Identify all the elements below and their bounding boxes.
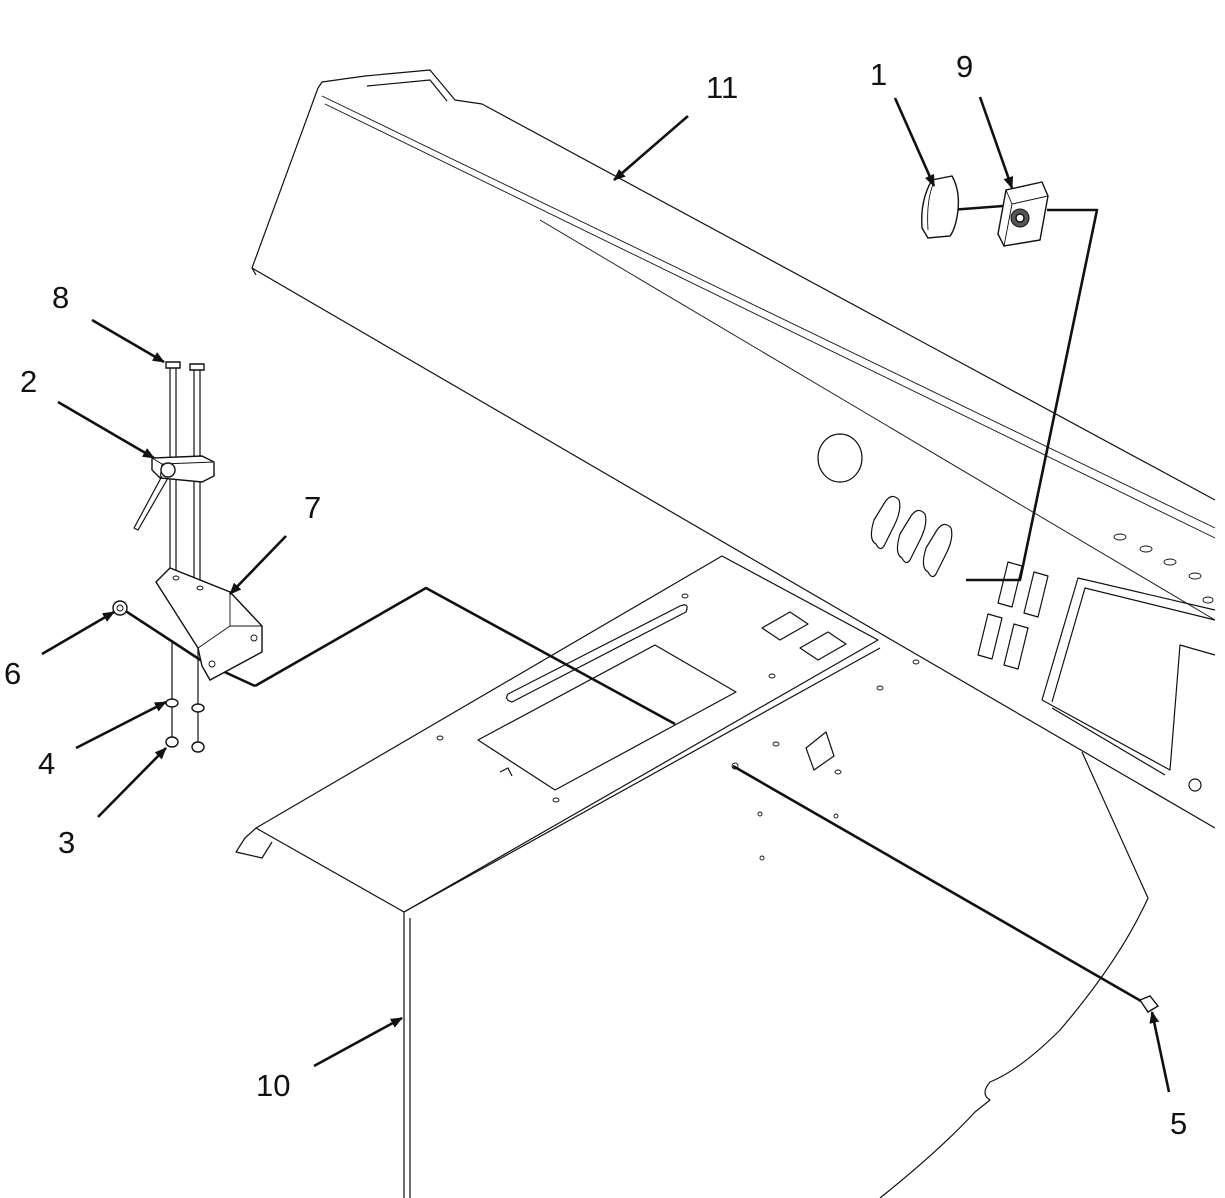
callout-7: 7 bbox=[304, 490, 321, 525]
rocker-cap-part-1 bbox=[921, 175, 960, 239]
vent-slots bbox=[870, 495, 953, 578]
washers-part-4 bbox=[165, 698, 205, 713]
callout-6: 6 bbox=[4, 656, 21, 691]
leader-arrows bbox=[41, 96, 1171, 1093]
callout-8: 8 bbox=[52, 280, 69, 315]
bolts-part-8 bbox=[165, 361, 205, 745]
screw-part-5 bbox=[731, 762, 1160, 1013]
callout-9: 9 bbox=[956, 49, 973, 84]
wiring bbox=[117, 204, 1149, 1007]
callout-3: 3 bbox=[58, 825, 75, 860]
switch-openings bbox=[977, 561, 1049, 670]
probe-block-part-2 bbox=[133, 455, 215, 531]
callout-10: 10 bbox=[256, 1068, 290, 1103]
nuts-part-3 bbox=[165, 736, 205, 753]
cabinet-part-10 bbox=[235, 555, 1149, 1198]
callout-2: 2 bbox=[20, 364, 37, 399]
callout-1: 1 bbox=[870, 57, 887, 92]
callout-labels: 1 2 3 4 5 6 7 8 9 10 11 bbox=[4, 49, 1187, 1141]
callout-4: 4 bbox=[38, 746, 55, 781]
callout-11: 11 bbox=[706, 70, 738, 105]
switch-part-9 bbox=[997, 181, 1049, 247]
nut-part-6 bbox=[112, 600, 128, 616]
callout-5: 5 bbox=[1170, 1106, 1187, 1141]
control-panel-part-11 bbox=[251, 69, 1216, 829]
bracket-part-7 bbox=[155, 567, 263, 681]
